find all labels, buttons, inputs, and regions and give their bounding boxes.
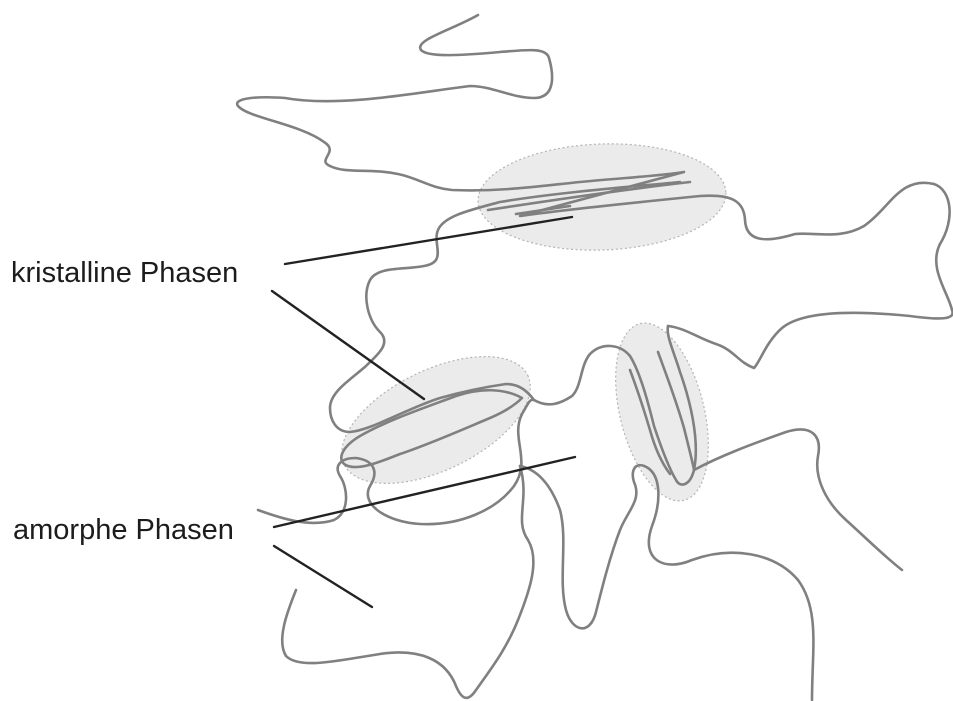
crystalline-phases-label: kristalline Phasen <box>11 257 239 289</box>
crystalline-zone-right <box>615 322 709 502</box>
polymer-chain-top-short <box>514 204 572 216</box>
leader-line-amorphous-right <box>272 455 577 529</box>
polymer-chain-right <box>692 428 904 572</box>
polymer-chain-bottom-loop <box>518 463 815 701</box>
polymer-chain-right-fold-a <box>628 368 672 476</box>
leader-line-crystal-left <box>270 289 426 401</box>
polymer-chain-middle <box>328 180 682 434</box>
leader-line-crystal-top <box>283 215 574 266</box>
polymer-chain-left-inner <box>339 388 524 469</box>
polymer-chain-left-fold <box>532 324 698 486</box>
polymer-chain-upper <box>235 13 953 370</box>
polymer-chain-lower-left <box>256 398 536 526</box>
amorphous-phases-label: amorphe Phasen <box>13 514 234 546</box>
crystalline-zone-top <box>477 143 727 251</box>
leader-line-amorphous-down <box>272 544 374 609</box>
polymer-chain-right-fold-b <box>656 350 696 472</box>
polymer-chain-top-segment <box>486 180 692 212</box>
polymer-chain-bottom <box>281 464 535 700</box>
